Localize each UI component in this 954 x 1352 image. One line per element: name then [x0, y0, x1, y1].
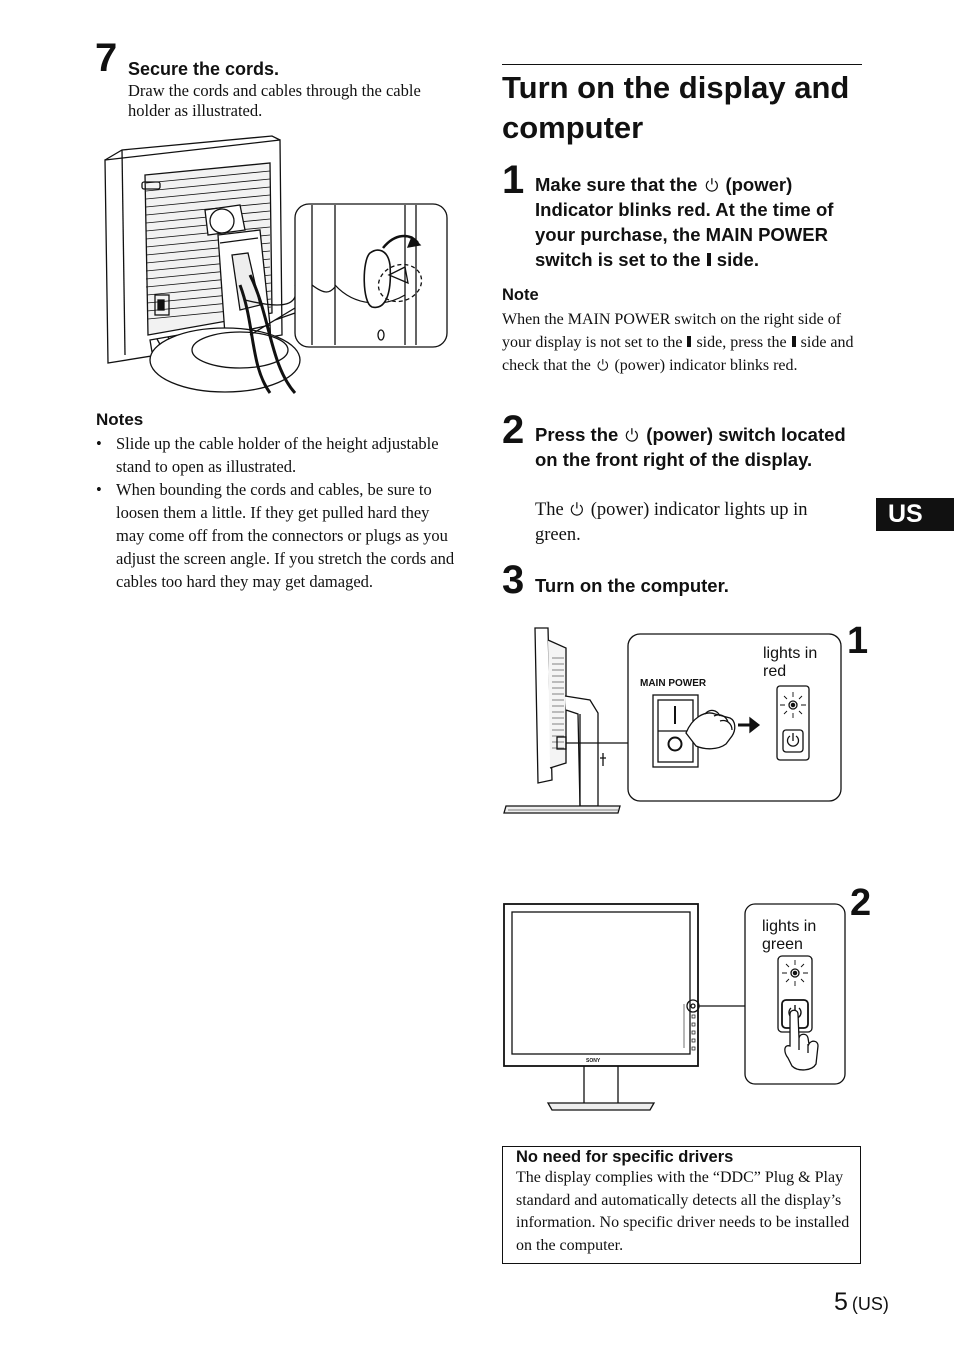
- power-icon: [597, 358, 608, 371]
- note-heading: Note: [502, 286, 539, 304]
- switch-on-symbol-icon: [706, 253, 711, 267]
- drivers-box-title: No need for specific drivers: [516, 1148, 734, 1166]
- figure-2-indicator-label-line2: green: [762, 936, 803, 953]
- switch-on-symbol-icon: [687, 335, 692, 348]
- section-title: Turn on the display and computer: [502, 70, 850, 145]
- power-icon: [626, 427, 639, 442]
- step-2-number: 2: [502, 408, 525, 452]
- page-number-value: 5: [834, 1288, 848, 1316]
- step-1-title: Make sure that the (power) Indicator bli…: [535, 174, 834, 270]
- step-7-title: Secure the cords.: [128, 59, 280, 79]
- step-2-title: Press the (power) switch located on the …: [535, 424, 846, 470]
- drivers-info-box: No need for specific drivers The display…: [502, 1146, 861, 1264]
- figure-1-number: 1: [847, 620, 868, 662]
- brand-logo: SONY: [586, 1058, 601, 1064]
- step-1-number: 1: [502, 158, 525, 202]
- step-2-description: The (power) indicator lights up in green…: [535, 500, 808, 545]
- figure-1-indicator-label-line2: red: [763, 663, 786, 680]
- drivers-box-text: The display complies with the “DDC” Plug…: [516, 1169, 850, 1254]
- page-number-suffix: (US): [851, 1294, 889, 1314]
- note-text: When the MAIN POWER switch on the right …: [502, 311, 854, 374]
- language-tab: US: [876, 498, 954, 531]
- step-7-description: Draw the cords and cables through the ca…: [128, 81, 421, 120]
- power-icon: [571, 501, 584, 516]
- main-power-illustration: MAIN POWER lights in red 1: [503, 620, 868, 814]
- page-number: 5(US): [834, 1290, 889, 1315]
- switch-on-symbol-icon: [791, 335, 796, 348]
- step-7-number: 7: [95, 36, 118, 80]
- cable-holder-illustration: [104, 135, 448, 394]
- section-rule: [502, 64, 862, 65]
- figure-2-number: 2: [850, 882, 871, 924]
- notes-list: Slide up the cable holder of the height …: [96, 432, 458, 593]
- main-power-label: MAIN POWER: [640, 678, 707, 689]
- step-3-title: Turn on the computer.: [535, 575, 729, 596]
- note-item: When bounding the cords and cables, be s…: [96, 478, 458, 593]
- power-icon: [705, 177, 718, 192]
- note-item: Slide up the cable holder of the height …: [96, 432, 458, 478]
- figure-1-indicator-label-line1: lights in: [763, 645, 817, 662]
- notes-heading: Notes: [96, 410, 144, 429]
- power-switch-illustration: SONY lights in green 2: [503, 882, 871, 1111]
- figure-2-indicator-label-line1: lights in: [762, 918, 816, 935]
- step-3-number: 3: [502, 558, 525, 602]
